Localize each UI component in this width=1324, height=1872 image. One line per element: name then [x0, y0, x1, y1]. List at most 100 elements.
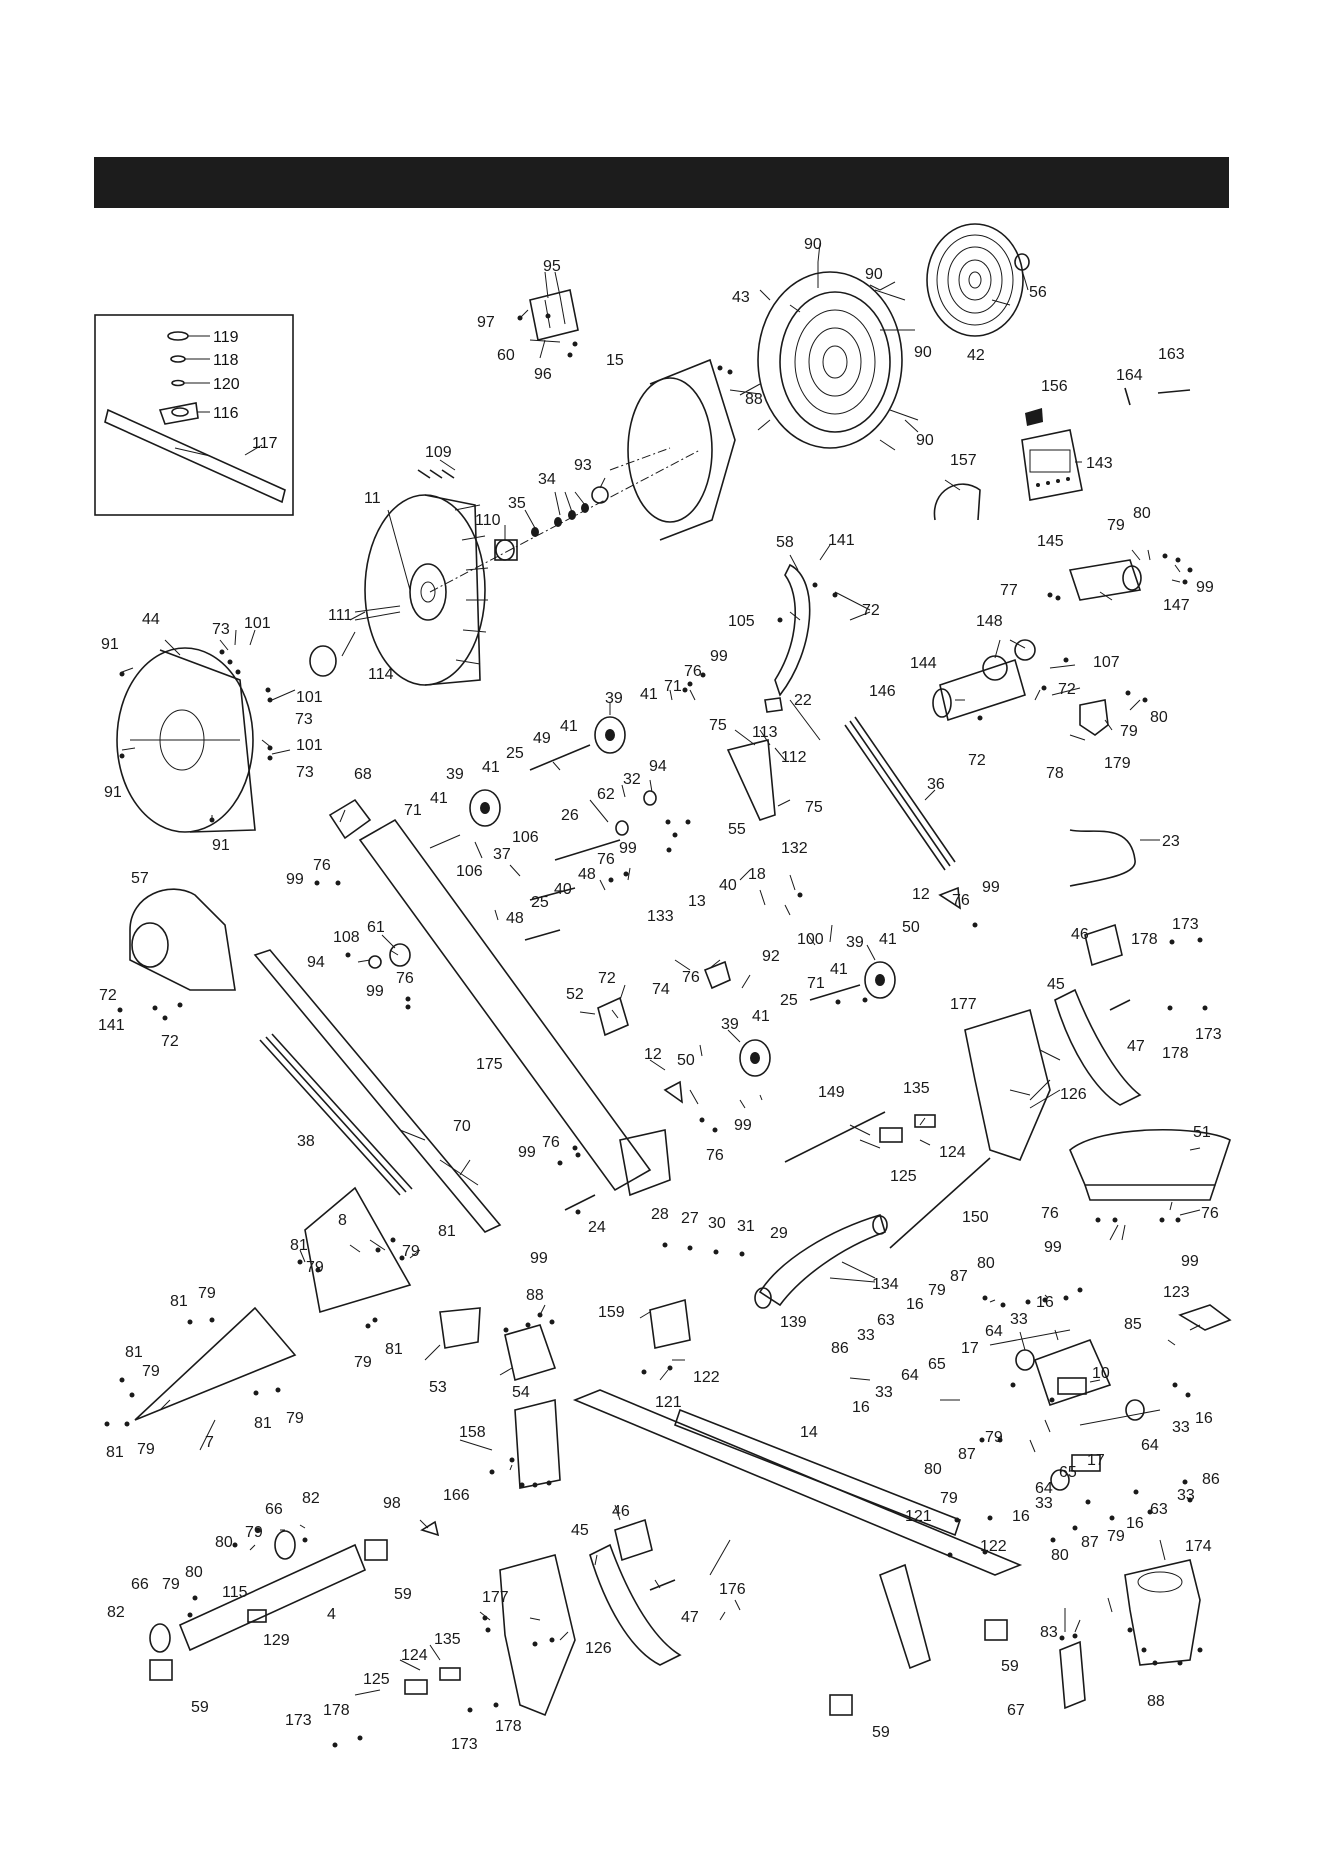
- label-72: 72: [862, 602, 880, 619]
- label-59: 59: [1001, 1658, 1019, 1675]
- part-66-wheel-a: [149, 1623, 171, 1653]
- label-17: 17: [961, 1340, 979, 1357]
- label-11: 11: [364, 490, 381, 507]
- label-173: 173: [1172, 916, 1199, 933]
- part-64-roller-b: [1050, 1469, 1070, 1491]
- label-22: 22: [794, 692, 812, 709]
- part-34-washer-c: [581, 503, 589, 513]
- part-159-clip: [649, 1298, 691, 1349]
- label-37: 37: [493, 846, 511, 863]
- label-36: 36: [927, 776, 945, 793]
- label-23: 23: [1162, 833, 1180, 850]
- label-32: 32: [623, 771, 641, 788]
- label-79: 79: [1107, 517, 1125, 534]
- label-101: 101: [296, 689, 323, 706]
- label-101: 101: [244, 615, 271, 632]
- label-79: 79: [354, 1354, 372, 1371]
- label-50: 50: [677, 1052, 695, 1069]
- part-25-axle-b: [809, 984, 861, 1001]
- part-120-washer: [171, 379, 185, 387]
- label-96: 96: [534, 366, 552, 383]
- part-39-pulley-a: [469, 789, 501, 827]
- part-35-bearing: [531, 527, 539, 537]
- part-23-cable: [1069, 829, 1136, 887]
- label-18: 18: [748, 866, 766, 883]
- label-25: 25: [506, 745, 524, 762]
- label-41: 41: [482, 759, 500, 776]
- label-91: 91: [101, 636, 119, 653]
- label-86: 86: [831, 1340, 849, 1357]
- label-146: 146: [869, 683, 896, 700]
- label-41: 41: [752, 1008, 770, 1025]
- hardware-dots: [104, 313, 1208, 1748]
- label-4: 4: [327, 1606, 336, 1623]
- label-64: 64: [901, 1367, 919, 1384]
- label-95: 95: [543, 258, 561, 275]
- inset-label-119: 119: [213, 329, 239, 346]
- part-48-pin-a: [529, 887, 576, 901]
- part-54-bracket: [504, 1324, 557, 1382]
- part-64-roller-a: [1015, 1349, 1035, 1371]
- part-34-washer-b: [568, 510, 576, 520]
- part-124-hinge-b: [439, 1667, 461, 1681]
- label-54: 54: [512, 1384, 530, 1401]
- label-76: 76: [396, 970, 414, 987]
- label-76: 76: [684, 663, 702, 680]
- label-39: 39: [605, 690, 623, 707]
- label-52: 52: [566, 986, 584, 1003]
- label-39: 39: [721, 1016, 739, 1033]
- label-94: 94: [307, 954, 325, 971]
- label-57: 57: [131, 870, 149, 887]
- label-76: 76: [597, 851, 615, 868]
- label-76: 76: [542, 1134, 560, 1151]
- label-31: 31: [737, 1218, 755, 1235]
- label-113: 113: [752, 724, 778, 741]
- part-51-seat: [1069, 1128, 1231, 1186]
- label-68: 68: [354, 766, 372, 783]
- inset-label-120: 120: [213, 376, 240, 393]
- label-73: 73: [296, 764, 314, 781]
- part-4-stabilizer: [178, 1543, 367, 1652]
- label-87: 87: [950, 1268, 968, 1285]
- label-76: 76: [1201, 1205, 1219, 1222]
- label-124: 124: [939, 1144, 966, 1161]
- label-99: 99: [1181, 1253, 1199, 1270]
- part-8-leg-plate: [304, 1186, 412, 1314]
- label-62: 62: [597, 786, 615, 803]
- label-51: 51: [1193, 1124, 1211, 1141]
- part-157-cable: [933, 483, 981, 521]
- label-26: 26: [561, 807, 579, 824]
- label-72: 72: [99, 987, 117, 1004]
- label-90: 90: [804, 236, 822, 253]
- part-24-pin: [564, 1194, 596, 1211]
- label-82: 82: [302, 1490, 320, 1507]
- label-73: 73: [295, 711, 313, 728]
- label-106: 106: [512, 829, 539, 846]
- part-145-housing: [1068, 559, 1142, 601]
- label-16: 16: [852, 1399, 870, 1416]
- label-149: 149: [818, 1084, 845, 1101]
- part-39-pulley-c: [864, 961, 896, 999]
- label-7: 7: [205, 1434, 214, 1451]
- label-59: 59: [872, 1724, 890, 1741]
- label-132: 132: [781, 840, 808, 857]
- part-55-bracket: [726, 738, 776, 821]
- label-34: 34: [538, 471, 556, 488]
- label-99: 99: [982, 879, 1000, 896]
- label-143: 143: [1086, 455, 1113, 472]
- label-81: 81: [254, 1415, 272, 1432]
- label-144: 144: [910, 655, 937, 672]
- label-33: 33: [857, 1327, 875, 1344]
- label-88: 88: [745, 391, 763, 408]
- label-79: 79: [245, 1524, 263, 1541]
- part-59-foot-c: [984, 1619, 1008, 1641]
- label-125: 125: [363, 1671, 390, 1688]
- label-16: 16: [1012, 1508, 1030, 1525]
- label-71: 71: [807, 975, 825, 992]
- label-40: 40: [554, 881, 572, 898]
- label-33: 33: [1010, 1311, 1028, 1328]
- label-79: 79: [402, 1243, 420, 1260]
- label-121: 121: [655, 1394, 682, 1411]
- label-79: 79: [142, 1363, 160, 1380]
- label-59: 59: [394, 1586, 412, 1603]
